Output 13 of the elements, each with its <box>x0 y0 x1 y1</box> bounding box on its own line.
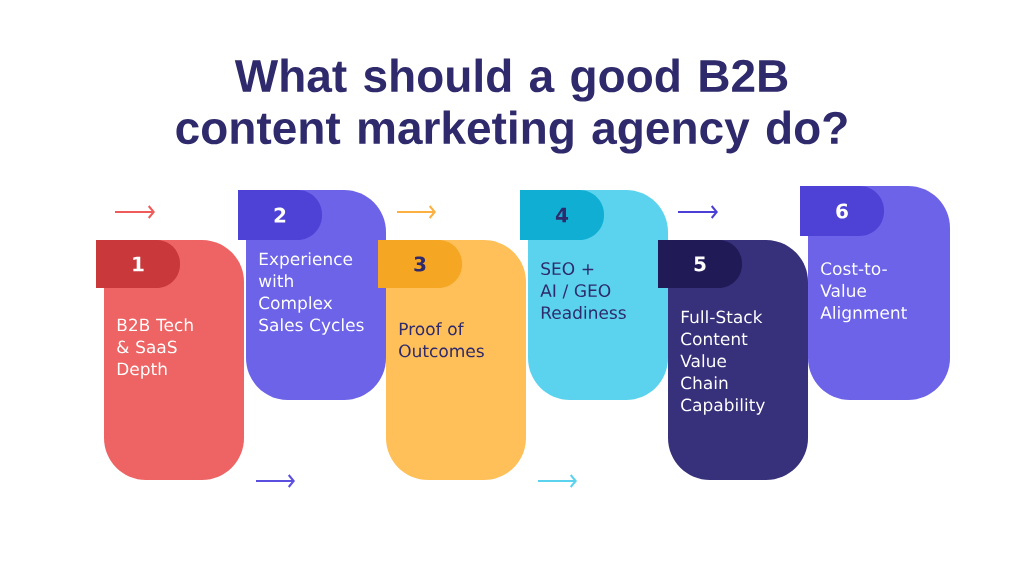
number-tab: 6 <box>800 186 884 236</box>
number-tab: 5 <box>658 240 742 288</box>
step-card: 3 Proof of Outcomes <box>378 240 526 480</box>
title: What should a good B2B content marketing agency do? <box>176 58 847 154</box>
number-tab: 1 <box>96 240 180 288</box>
step-card: 2 Experience with Complex Sales Cycles <box>238 190 386 400</box>
step-card: 1 B2B Tech & SaaS Depth <box>96 240 244 480</box>
step-card: 6 Cost-to-Value Alignment <box>800 186 950 400</box>
step-card: 4 SEO + AI / GEO Readiness <box>520 190 668 400</box>
number-tab: 4 <box>520 190 604 240</box>
number-tab: 2 <box>238 190 322 240</box>
number-tab: 3 <box>378 240 462 288</box>
step-card: 5 Full-Stack Content Value Chain Capability <box>658 240 808 480</box>
